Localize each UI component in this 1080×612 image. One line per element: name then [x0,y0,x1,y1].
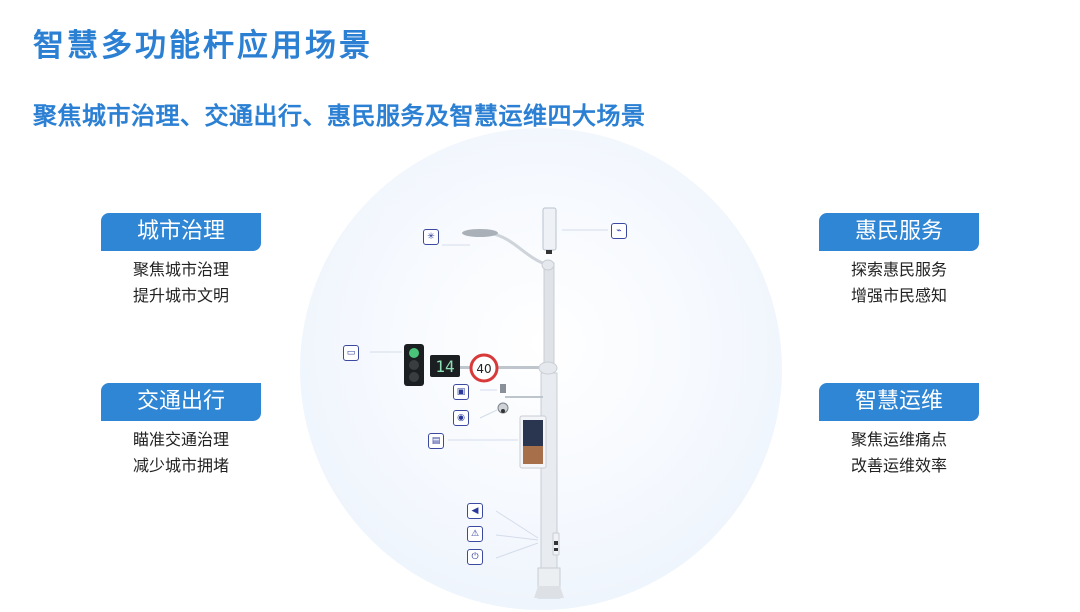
smart-pole-illustration: 14 40 ✳ ⌁ ▭ ▣ ◉ ▤ ◀ ⚠ ⏻ [300,128,782,608]
alarm-icon: ⚠ [467,526,483,542]
scene-tag: 惠民服务 [819,213,979,251]
scene-city-governance: 城市治理 聚焦城市治理 提升城市文明 [101,213,261,309]
scene-desc-line: 减少城市拥堵 [132,456,229,475]
light-icon: ✳ [423,229,439,245]
screen-icon: ▤ [428,433,444,449]
page-subtitle: 聚焦城市治理、交通出行、惠民服务及智慧运维四大场景 [33,102,646,130]
speaker-icon: ◀ [467,503,483,519]
scene-desc-line: 探索惠民服务 [850,260,947,279]
scene-tag: 交通出行 [101,383,261,421]
countdown-display: 14 [435,357,454,376]
scene-desc-line: 提升城市文明 [132,286,229,305]
scene-desc-line: 改善运维效率 [850,456,947,475]
camera-icon: ◉ [453,410,469,426]
antenna-icon: ⌁ [611,223,627,239]
scene-desc-line: 聚焦运维痛点 [850,430,947,449]
scene-smart-maintenance: 智慧运维 聚焦运维痛点 改善运维效率 [819,383,979,479]
scene-desc-line: 瞄准交通治理 [132,430,229,449]
scene-desc-line: 增强市民感知 [850,286,947,305]
charger-icon: ⏻ [467,549,483,565]
scene-tag: 城市治理 [101,213,261,251]
scene-tag: 智慧运维 [819,383,979,421]
scene-desc-line: 聚焦城市治理 [132,260,229,279]
speed-limit-sign: 40 [476,362,491,376]
signal-icon: ▭ [343,345,359,361]
page-title: 智慧多功能杆应用场景 [33,28,373,64]
scene-transportation: 交通出行 瞄准交通治理 减少城市拥堵 [101,383,261,479]
scene-public-service: 惠民服务 探索惠民服务 增强市民感知 [819,213,979,309]
monitor-icon: ▣ [453,384,469,400]
